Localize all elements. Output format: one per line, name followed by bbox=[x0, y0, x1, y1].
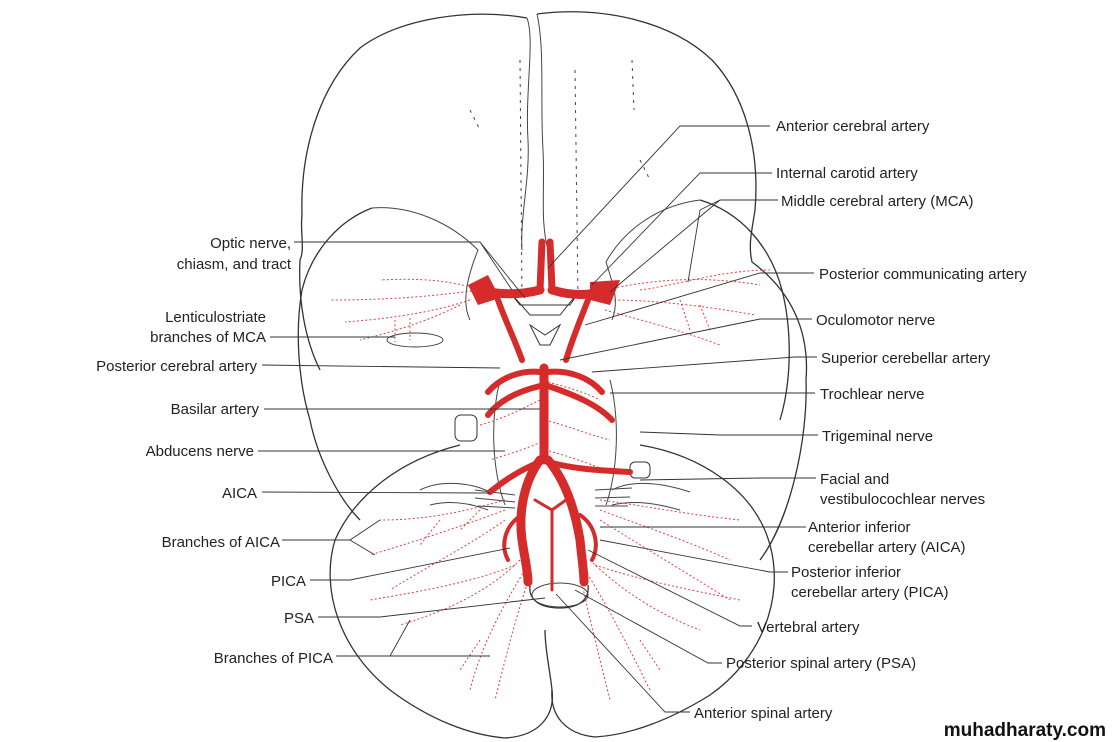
leader-pica-left bbox=[310, 547, 511, 581]
cerebellar-tonsil-left bbox=[419, 482, 491, 511]
label-superior-cerebellar-artery: Superior cerebellar artery bbox=[821, 350, 991, 367]
label-abducens-nerve: Abducens nerve bbox=[146, 443, 254, 460]
medulla-outline bbox=[529, 584, 589, 609]
leader-vertebral bbox=[587, 549, 752, 627]
label-facial-line2: vestibulocochlear nerves bbox=[820, 491, 985, 508]
leader-aica-left bbox=[261, 491, 491, 494]
label-oculomotor-nerve: Oculomotor nerve bbox=[816, 312, 935, 329]
pica-right bbox=[578, 513, 598, 562]
label-vertebral-artery: Vertebral artery bbox=[757, 619, 860, 636]
leader-lines bbox=[258, 125, 818, 713]
leader-anterior-cerebral bbox=[547, 125, 770, 269]
superior-cerebellar-right bbox=[545, 383, 615, 423]
mca-branches-right bbox=[604, 269, 771, 346]
anterior-spinal-artery bbox=[533, 498, 568, 592]
leader-posterior-cerebral bbox=[261, 364, 501, 369]
leader-superior-cerebellar bbox=[591, 356, 817, 373]
label-middle-cerebral-artery: Middle cerebral artery (MCA) bbox=[781, 193, 974, 210]
posterior-cerebral-left bbox=[485, 368, 543, 395]
left-cerebellum bbox=[329, 444, 554, 739]
leader-internal-carotid bbox=[591, 172, 772, 286]
label-aica: AICA bbox=[222, 485, 257, 502]
right-temporal-inner bbox=[605, 199, 701, 321]
label-internal-carotid-artery: Internal carotid artery bbox=[776, 165, 918, 182]
leader-trigeminal bbox=[639, 431, 818, 436]
right-mca-bulb bbox=[590, 280, 620, 305]
left-frontal-lobe bbox=[299, 13, 528, 371]
vertebral-right bbox=[543, 455, 589, 587]
leader-facial bbox=[639, 477, 816, 481]
posterior-cerebral-right bbox=[545, 368, 605, 395]
right-frontal-lobe bbox=[536, 11, 808, 561]
major-arteries bbox=[468, 238, 633, 592]
brain-outline bbox=[297, 11, 808, 739]
facial-nerve-bundle-right bbox=[594, 487, 633, 507]
label-optic-line2: chiasm, and tract bbox=[177, 256, 292, 273]
leader-oculomotor bbox=[559, 318, 812, 361]
label-facial-line1: Facial and bbox=[820, 471, 889, 488]
leader-branches-aica bbox=[282, 519, 381, 556]
label-lenticulostriate-line2: branches of MCA bbox=[150, 329, 266, 346]
label-anterior-spinal-artery: Anterior spinal artery bbox=[694, 705, 833, 722]
aica-branches-left bbox=[369, 499, 506, 591]
label-pica: PICA bbox=[271, 573, 306, 590]
label-trochlear-nerve: Trochlear nerve bbox=[820, 386, 925, 403]
superior-cerebellar-left bbox=[485, 383, 543, 418]
interhemispheric-fissure bbox=[521, 13, 549, 251]
brainstem-outline bbox=[493, 379, 617, 506]
label-basilar-artery: Basilar artery bbox=[171, 401, 260, 418]
mammillary-body bbox=[528, 323, 562, 346]
leader-psa-left bbox=[318, 597, 546, 618]
lenticulostriate-marker bbox=[386, 332, 444, 348]
left-mca-bulb bbox=[468, 275, 500, 305]
trigeminal-stump bbox=[454, 414, 478, 442]
label-lenticulostriate-line1: Lenticulostriate bbox=[165, 309, 266, 326]
label-optic-line1: Optic nerve, bbox=[210, 235, 291, 252]
leader-optic-nerve bbox=[294, 241, 526, 299]
leader-posterior-communicating bbox=[584, 272, 814, 326]
left-temporal-lobe bbox=[297, 207, 373, 521]
pica-branches-right bbox=[579, 559, 741, 701]
label-pica-full-line2: cerebellar artery (PICA) bbox=[791, 584, 949, 601]
right-temporal-lobe bbox=[699, 199, 790, 421]
pontine-branches bbox=[479, 379, 611, 469]
leader-mca bbox=[609, 199, 778, 293]
label-aica-full-line2: cerebellar artery (AICA) bbox=[808, 539, 966, 556]
label-anterior-cerebral-artery: Anterior cerebral artery bbox=[776, 118, 930, 135]
leader-branches-pica bbox=[336, 619, 490, 657]
label-branches-of-pica: Branches of PICA bbox=[214, 650, 333, 667]
left-temporal-inner bbox=[371, 207, 479, 321]
posterior-communicating-left bbox=[495, 297, 525, 363]
fine-branches bbox=[329, 269, 771, 701]
anterior-cerebral-artery bbox=[536, 238, 556, 294]
vertebral-left bbox=[516, 455, 545, 587]
right-labels: Anterior cerebral artery Internal caroti… bbox=[694, 118, 1027, 722]
foramen-magnum bbox=[531, 582, 589, 608]
facial-nerve-bundle-left bbox=[474, 489, 516, 509]
label-branches-of-aica: Branches of AICA bbox=[162, 534, 280, 551]
label-aica-full-line1: Anterior inferior bbox=[808, 519, 911, 536]
label-pica-full-line1: Posterior inferior bbox=[791, 564, 901, 581]
pica-left bbox=[502, 513, 524, 562]
mca-branches-left bbox=[329, 278, 481, 342]
label-posterior-spinal-artery: Posterior spinal artery (PSA) bbox=[726, 655, 916, 672]
label-posterior-communicating-artery: Posterior communicating artery bbox=[819, 266, 1027, 283]
leader-psa bbox=[574, 589, 722, 664]
right-nerve-stump bbox=[629, 461, 651, 479]
pica-branches-left bbox=[369, 559, 531, 701]
label-psa: PSA bbox=[284, 610, 314, 627]
gyri-marks bbox=[469, 59, 651, 301]
left-labels: Optic nerve, chiasm, and tract Lenticulo… bbox=[96, 235, 333, 667]
right-cerebellum bbox=[551, 444, 775, 738]
leader-anterior-spinal bbox=[555, 593, 690, 713]
cerebellar-tonsil-right bbox=[611, 483, 691, 511]
leader-pica-right bbox=[599, 539, 788, 573]
label-posterior-cerebral-artery: Posterior cerebral artery bbox=[96, 358, 257, 375]
label-trigeminal-nerve: Trigeminal nerve bbox=[822, 428, 933, 445]
posterior-communicating-right bbox=[563, 297, 591, 363]
watermark: muhadharaty.com bbox=[944, 720, 1106, 741]
aica-branches-right bbox=[599, 499, 741, 601]
